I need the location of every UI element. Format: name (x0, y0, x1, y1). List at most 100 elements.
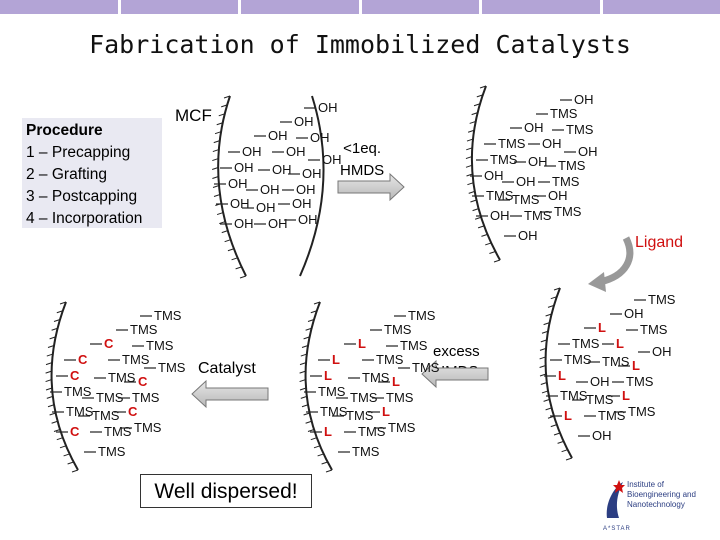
hmds-line2: HMDS (340, 162, 385, 179)
surface-group-label: TMS (560, 388, 588, 403)
wall-hatch (51, 420, 58, 424)
surface-group-label: TMS (108, 370, 136, 385)
wall-hatch (59, 301, 67, 305)
wall-hatch (49, 336, 56, 340)
wall-hatch (219, 221, 226, 225)
wall-hatch (231, 257, 238, 261)
surface-group-label: TMS (552, 174, 580, 189)
wall-hatch (476, 94, 483, 98)
surface-group-label: C (104, 336, 114, 351)
procedure-step: 1 – Precapping (26, 144, 131, 161)
surface-group-label: TMS (92, 408, 120, 423)
mcf-label: MCF (175, 106, 212, 125)
wall-hatch (214, 131, 222, 135)
wall-hatch (493, 259, 501, 263)
logo-line: Institute of (627, 480, 664, 489)
surface-group-label: OH (298, 212, 318, 227)
procedure-step: 2 – Grafting (26, 166, 107, 183)
surface-group-label: TMS (154, 308, 182, 323)
wall-hatch (235, 266, 242, 270)
ligand-label: Ligand (635, 234, 684, 251)
surface-group-label: TMS (64, 384, 92, 399)
wall-hatch (317, 453, 324, 457)
wall-hatch (45, 387, 53, 391)
wall-hatch (47, 345, 55, 348)
wall-hatch (550, 424, 557, 428)
arrow-right-hmds (337, 172, 405, 202)
wall-hatch (553, 432, 561, 436)
wall-hatch (305, 420, 312, 424)
wall-hatch (485, 242, 492, 246)
wall-hatch (213, 194, 221, 197)
wall-hatch (466, 147, 473, 151)
wall-hatch (223, 95, 231, 99)
wall-hatch (474, 216, 482, 220)
wall-hatch (465, 156, 473, 160)
wall-hatch (303, 336, 310, 340)
arrow-left-catalyst (191, 379, 269, 409)
procedure-step: 4 – Incorporation (26, 210, 143, 227)
wall-hatch (49, 412, 56, 416)
surface-group-label: OH (296, 182, 316, 197)
surface-group-label: TMS (400, 338, 428, 353)
procedure-step: 3 – Postcapping (26, 188, 138, 205)
surface-group-label: TMS (158, 360, 186, 375)
stripe (0, 0, 118, 14)
wall-hatch (46, 395, 53, 399)
wall-hatch (224, 239, 231, 243)
surface-group-label: OH (234, 160, 254, 175)
arrow-curved-ligand (599, 236, 634, 286)
surface-group-label: TMS (566, 122, 594, 137)
excess-line1: excess (433, 343, 480, 360)
wall-hatch (467, 182, 474, 186)
surface-group-label: TMS (362, 370, 390, 385)
stripe (482, 0, 600, 14)
wall-hatch (547, 304, 555, 308)
procedure-box: Procedure 1 – Precapping 2 – Grafting 3 … (22, 118, 162, 228)
wall-hatch (47, 404, 55, 408)
wall-hatch (545, 407, 552, 411)
surface-group-label: TMS (572, 336, 600, 351)
surface-group-label: TMS (352, 444, 380, 459)
wall-hatch (63, 453, 70, 457)
wall-hatch (468, 190, 475, 194)
wall-hatch (299, 387, 307, 391)
wall-hatch (466, 138, 474, 142)
surface-group-label: C (70, 368, 80, 383)
surface-group-label: OH (484, 168, 504, 183)
surface-group-label: TMS (602, 354, 630, 369)
logo-line: Bioengineering and (627, 490, 696, 499)
stripe (120, 0, 238, 14)
wall-hatch (321, 461, 328, 465)
wall-hatch (313, 301, 321, 305)
wall-hatch (471, 112, 478, 116)
surface-group-label: TMS (386, 390, 414, 405)
wall-hatch (481, 233, 488, 237)
surface-group-label: TMS (376, 352, 404, 367)
wall-hatch (300, 395, 307, 399)
surface-group-label: C (70, 424, 80, 439)
wall-hatch (212, 185, 220, 188)
wall-hatch (45, 362, 53, 366)
wall-hatch (473, 103, 481, 107)
surface-group-label: TMS (490, 152, 518, 167)
wall-hatch (543, 398, 550, 402)
wall-hatch (539, 373, 547, 377)
surface-group-label: L (616, 336, 624, 351)
surface-group-label: OH (528, 154, 548, 169)
surface-group-label: OH (542, 136, 562, 151)
wall-hatch (301, 404, 309, 408)
surface-group-label: TMS (564, 352, 592, 367)
surface-group-label: TMS (498, 136, 526, 151)
wall-hatch (218, 113, 225, 117)
surface-group-label: OH (490, 208, 510, 223)
surface-group-label: TMS (132, 390, 160, 405)
surface-group-label: C (78, 352, 88, 367)
wall-hatch (553, 287, 561, 291)
surface-group-label: L (632, 358, 640, 373)
logo-line: Nanotechnology (627, 500, 685, 509)
surface-group-label: OH (652, 344, 672, 359)
